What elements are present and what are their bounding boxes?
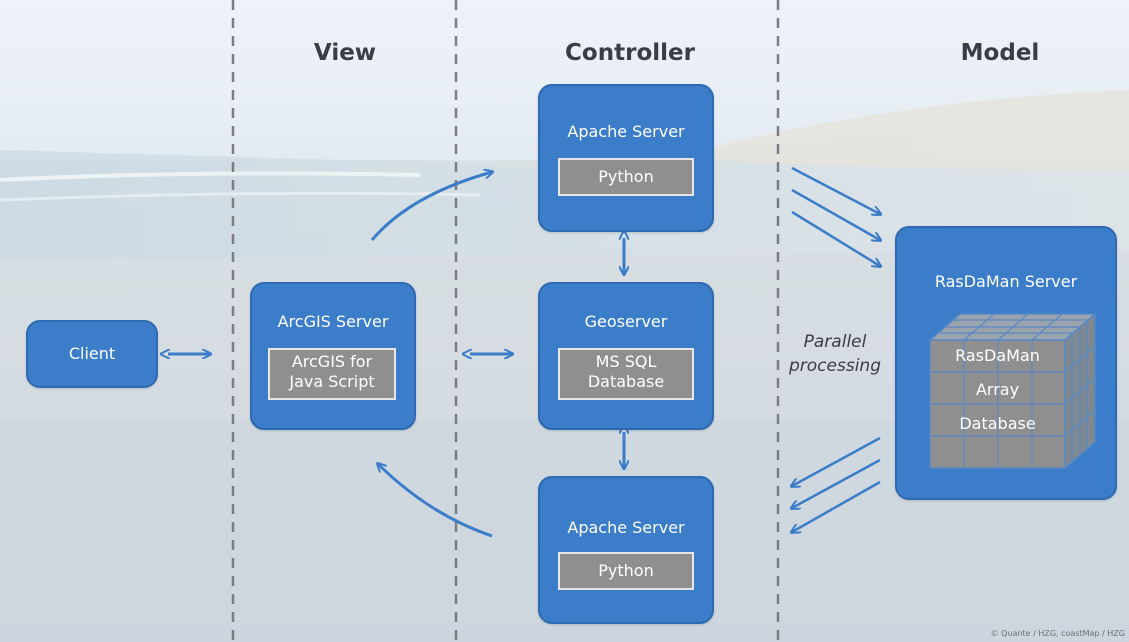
arcgis-server-label: ArcGIS Server [277, 312, 389, 331]
apache-server-bottom-box[interactable]: Apache Server Python [538, 476, 714, 624]
rasdaman-cube-line2: Array [975, 380, 1020, 399]
arrow-apache-to-arcgis [378, 464, 493, 538]
python-bottom-label: Python [598, 561, 654, 580]
python-top-label: Python [598, 167, 654, 186]
python-bottom-inner-box: Python [558, 552, 694, 590]
apache-server-bottom-label: Apache Server [567, 518, 685, 537]
arrow-parallel-out-2 [791, 188, 880, 240]
arrow-parallel-in-3 [792, 480, 881, 532]
arrow-arcgis-to-apache [370, 172, 492, 241]
arrow-parallel-out-1 [791, 166, 880, 214]
geoserver-box[interactable]: Geoserver MS SQL Database [538, 282, 714, 430]
image-credit: © Quante / HZG, coastMap / HZG [990, 629, 1125, 638]
arcgis-js-line2: Java Script [289, 372, 375, 391]
rasdaman-cube-line1: RasDaMan [955, 346, 1040, 365]
arcgis-js-line1: ArcGIS for [291, 352, 373, 371]
client-label: Client [68, 344, 116, 363]
apache-server-top-label: Apache Server [567, 122, 685, 141]
apache-server-top-box[interactable]: Apache Server Python [538, 84, 714, 232]
geoserver-label: Geoserver [584, 312, 668, 331]
rasdaman-server-label: RasDaMan Server [934, 272, 1078, 291]
arrow-parallel-in-2 [792, 458, 881, 508]
python-top-inner-box: Python [558, 158, 694, 196]
arcgis-js-inner-box: ArcGIS for Java Script [268, 348, 396, 400]
parallel-line2: processing [789, 356, 881, 376]
arrow-parallel-out-3 [791, 210, 880, 266]
client-box[interactable]: Client [26, 320, 158, 388]
rasdaman-cube-line3: Database [959, 414, 1036, 433]
heading-view: View [313, 40, 377, 66]
arcgis-server-box[interactable]: ArcGIS Server ArcGIS for Java Script [250, 282, 416, 430]
arrow-parallel-in-1 [792, 436, 881, 486]
mssql-line1: MS SQL [595, 352, 657, 371]
parallel-line1: Parallel [803, 332, 867, 352]
mssql-inner-box: MS SQL Database [558, 348, 694, 400]
heading-model: Model [960, 40, 1040, 66]
heading-controller: Controller [565, 40, 695, 66]
parallel-processing-label: Parallel processing [780, 330, 890, 378]
mssql-line2: Database [587, 372, 665, 391]
